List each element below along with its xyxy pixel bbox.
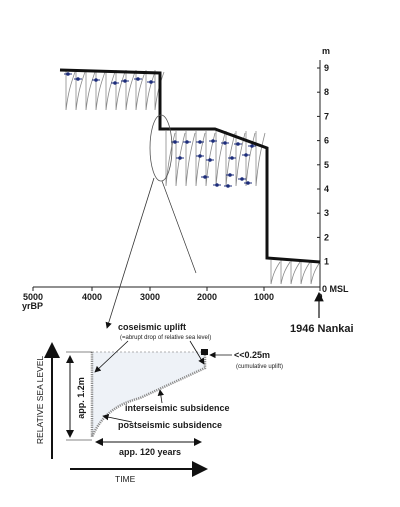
sawtooth-mark [280, 260, 291, 285]
sawtooth-mark [125, 70, 136, 111]
data-marker [173, 140, 177, 144]
sea-level-cycle-curve [90, 352, 207, 438]
interseismic-label: interseismic subsidence [125, 403, 230, 413]
coseismic-leader-right [189, 340, 205, 365]
x-tick-label: 0 [317, 292, 322, 302]
y-tick-label: 1 [324, 257, 329, 267]
data-marker [240, 177, 244, 181]
relative-sea-level-label: RELATIVE SEA LEVEL [35, 356, 45, 444]
x-tick-label: 1000 [254, 292, 274, 302]
y-tick-label: 8 [324, 87, 329, 97]
zoom-line-left [105, 177, 155, 329]
sawtooth-mark [185, 131, 196, 187]
sawtooth-mark [290, 260, 301, 285]
data-marker [203, 175, 207, 179]
cumulative-note: (cumulative uplift) [236, 364, 283, 370]
data-marker [198, 140, 202, 144]
sawtooth-mark [145, 70, 156, 111]
data-marker [236, 142, 240, 146]
y-zero-label: 0 MSL [322, 284, 349, 294]
data-marker [123, 79, 127, 83]
data-marker [226, 184, 230, 188]
data-marker [178, 156, 182, 160]
x-tick-labels: 5000 4000 3000 2000 1000 0 [23, 287, 323, 302]
zoom-line-right [161, 180, 197, 274]
coseismic-uplift-note: (=abrupt drop of relative sea level) [120, 335, 211, 341]
data-markers [64, 72, 256, 188]
data-marker [246, 181, 250, 185]
data-marker [136, 77, 140, 81]
envelope-line [59, 68, 321, 264]
interseismic-leader [157, 389, 165, 404]
coseismic-uplift-label: coseismic uplift [118, 322, 186, 332]
data-marker [149, 80, 153, 84]
y-tick-labels: 9 8 7 6 5 4 3 2 1 [317, 63, 329, 267]
nankai-label: 1946 Nankai [290, 323, 354, 335]
sawtooth-mark [215, 131, 226, 187]
inset-fill [92, 352, 205, 437]
amplitude-label: app. 1.2m [76, 377, 86, 419]
coseismic-leader-left [94, 340, 129, 373]
y-tick-label: 7 [324, 111, 329, 121]
sawtooth-mark [165, 131, 176, 187]
y-tick-label: 6 [324, 136, 329, 146]
sawtooth-curves [65, 70, 321, 285]
data-marker [76, 77, 80, 81]
sawtooth-mark [255, 131, 266, 187]
data-marker [215, 183, 219, 187]
time-label: TIME [115, 474, 136, 484]
data-marker [66, 72, 70, 76]
x-tick-label: 5000 [23, 292, 43, 302]
y-axis-unit: m [322, 46, 330, 56]
uplift-marker [201, 349, 208, 355]
sawtooth-mark [205, 131, 216, 187]
x-axis-unit: yrBP [22, 301, 43, 311]
data-marker [211, 139, 215, 143]
sawtooth-mark [154, 70, 165, 111]
data-marker [113, 81, 117, 85]
sawtooth-mark [310, 260, 321, 285]
highlight-ellipse [149, 114, 173, 182]
duration-label: app. 120 years [119, 447, 181, 457]
data-marker [94, 78, 98, 82]
x-tick-label: 2000 [197, 292, 217, 302]
postseismic-leader [102, 414, 133, 423]
sawtooth-mark [195, 131, 206, 187]
data-marker [244, 153, 248, 157]
data-marker [230, 156, 234, 160]
data-marker [228, 173, 232, 177]
sawtooth-mark [135, 70, 146, 111]
sawtooth-mark [115, 70, 126, 111]
sawtooth-mark [300, 260, 311, 285]
data-marker [223, 141, 227, 145]
sawtooth-mark [95, 70, 106, 111]
y-tick-label: 5 [324, 160, 329, 170]
x-tick-label: 3000 [140, 292, 160, 302]
data-marker [185, 140, 189, 144]
sawtooth-mark [105, 70, 116, 111]
cumulative-label: <<0.25m [234, 350, 270, 360]
sawtooth-mark [75, 70, 86, 111]
inset-diagram: app. 1.2m app. 120 years RELATIVE SEA LE… [35, 322, 283, 484]
y-tick-label: 3 [324, 208, 329, 218]
sawtooth-mark [65, 70, 76, 111]
x-tick-label: 4000 [82, 292, 102, 302]
data-marker [198, 154, 202, 158]
sawtooth-mark [175, 131, 186, 187]
y-tick-label: 2 [324, 232, 329, 242]
y-tick-label: 4 [324, 184, 329, 194]
sawtooth-mark [245, 131, 256, 187]
sawtooth-mark [85, 70, 96, 111]
data-marker [250, 144, 254, 148]
data-marker [208, 158, 212, 162]
sawtooth-mark [270, 260, 281, 285]
y-tick-label: 9 [324, 63, 329, 73]
postseismic-label: postseismic subsidence [118, 420, 222, 430]
